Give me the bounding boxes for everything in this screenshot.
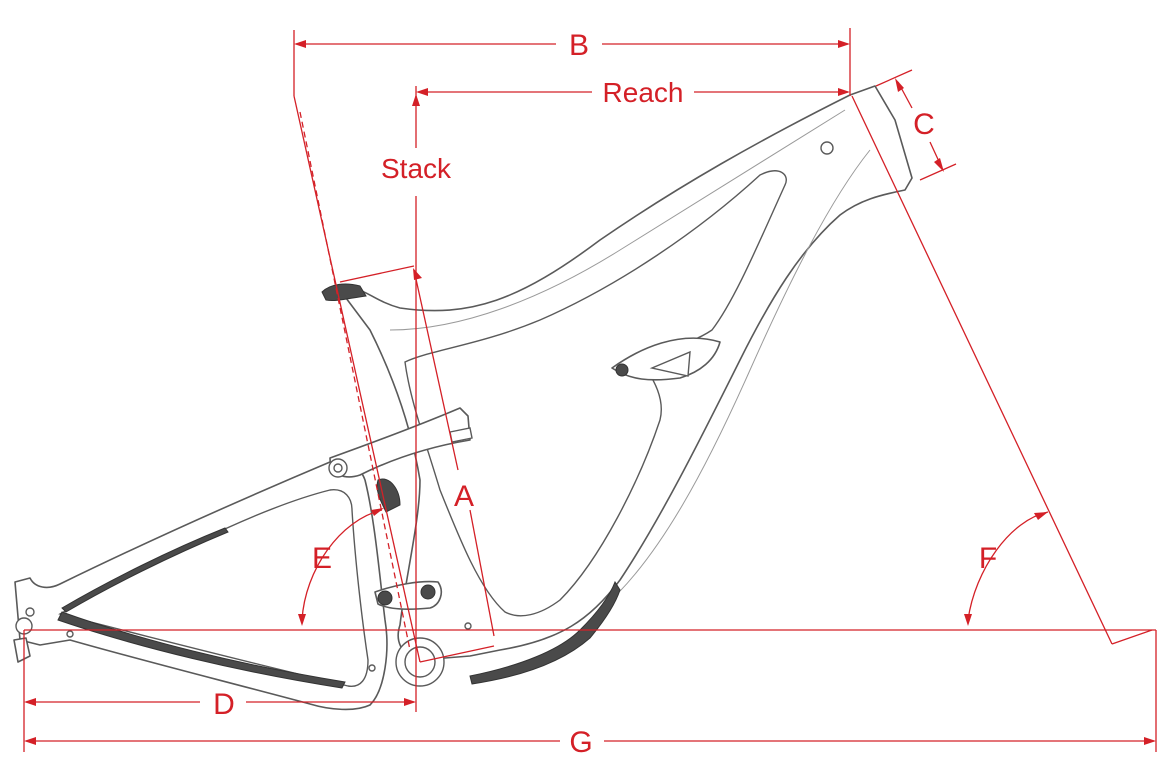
shock-mount-bolt — [615, 363, 629, 377]
shock-mount-gusset — [611, 337, 721, 381]
rocker-pivot-inner — [333, 463, 343, 473]
label-b: B — [569, 29, 589, 62]
stay-bolt — [368, 664, 376, 672]
head-tube-port — [820, 141, 834, 155]
shock-mount-cutout — [649, 350, 691, 377]
dimension-f-line — [851, 95, 1113, 645]
seat-collar — [321, 283, 367, 301]
label-a: A — [454, 480, 474, 513]
dimension-a-line — [413, 269, 459, 471]
label-e: E — [312, 542, 332, 575]
label-g: G — [569, 726, 592, 759]
dropout-bolt — [25, 607, 35, 617]
rear-triangle-opening — [58, 489, 369, 687]
top-tube-bevel — [389, 109, 846, 331]
seatstay-guard — [61, 527, 229, 613]
bb-port — [464, 622, 472, 630]
down-tube-guard — [469, 580, 621, 685]
rocker-link — [329, 407, 471, 478]
label-c: C — [913, 108, 935, 141]
dimension-lines — [23, 28, 1157, 752]
derailleur-hanger — [13, 637, 31, 663]
label-reach: Reach — [603, 77, 684, 108]
label-stack: Stack — [381, 153, 452, 184]
dimension-labels: B Reach Stack C A E F D G — [213, 29, 997, 759]
chainstay-guard — [57, 611, 346, 689]
chainstay-port — [66, 630, 74, 638]
down-tube-bevel — [599, 149, 871, 611]
lower-link-pivot-front — [420, 584, 436, 600]
label-d: D — [213, 688, 235, 721]
lower-link-pivot-rear — [377, 590, 393, 606]
label-f: F — [979, 542, 997, 575]
bicycle-frame-icon — [13, 85, 913, 711]
